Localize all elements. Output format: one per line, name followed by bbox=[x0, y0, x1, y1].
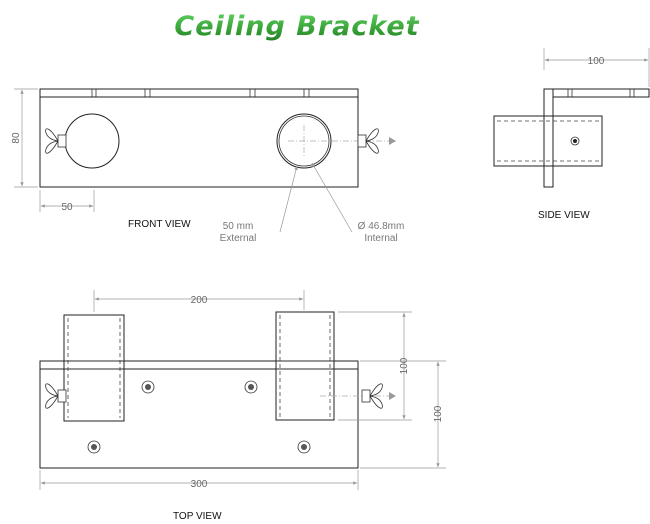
front-height-dimension: 80 bbox=[11, 132, 22, 144]
top-length-dimension: 300 bbox=[191, 479, 208, 490]
screw-icon bbox=[297, 440, 311, 454]
front-slots bbox=[91, 89, 310, 97]
wing-nut-icon bbox=[357, 128, 379, 154]
front-offset-dimension: 50 bbox=[61, 202, 73, 213]
top-tube-right bbox=[275, 311, 335, 421]
screw-icon bbox=[244, 380, 258, 394]
wing-nut-icon bbox=[45, 383, 67, 409]
wing-nut-icon bbox=[361, 383, 383, 409]
internal-diameter-label: Internal bbox=[364, 233, 397, 244]
side-tube bbox=[493, 115, 603, 167]
top-tube-length-dimension: 100 bbox=[399, 357, 410, 374]
top-depth-dimension: 100 bbox=[433, 405, 444, 422]
side-width-dimension: 100 bbox=[588, 56, 605, 67]
external-diameter-value: 50 mm bbox=[223, 221, 254, 232]
top-spacing-dimension: 200 bbox=[191, 295, 208, 306]
side-view-label: SIDE VIEW bbox=[538, 210, 590, 221]
screw-icon bbox=[141, 380, 155, 394]
screw-icon bbox=[87, 440, 101, 454]
top-view-label: TOP VIEW bbox=[173, 511, 222, 522]
front-view: 80 50 bbox=[11, 88, 396, 233]
front-view-label: FRONT VIEW bbox=[128, 219, 191, 230]
front-tube-right bbox=[276, 113, 332, 169]
top-plate bbox=[39, 360, 359, 469]
side-view: 100 bbox=[493, 48, 650, 188]
top-tube-left bbox=[63, 314, 125, 422]
drawing-title: Ceiling Bracket bbox=[174, 11, 419, 42]
side-plate bbox=[543, 88, 554, 188]
front-tube-left bbox=[64, 113, 120, 169]
external-diameter-label: External bbox=[220, 233, 257, 244]
front-plate bbox=[39, 88, 359, 188]
internal-diameter-value: Ø 46.8mm bbox=[358, 221, 405, 232]
wing-nut-icon bbox=[45, 128, 67, 154]
top-view: 200 100 100 300 bbox=[39, 290, 446, 490]
